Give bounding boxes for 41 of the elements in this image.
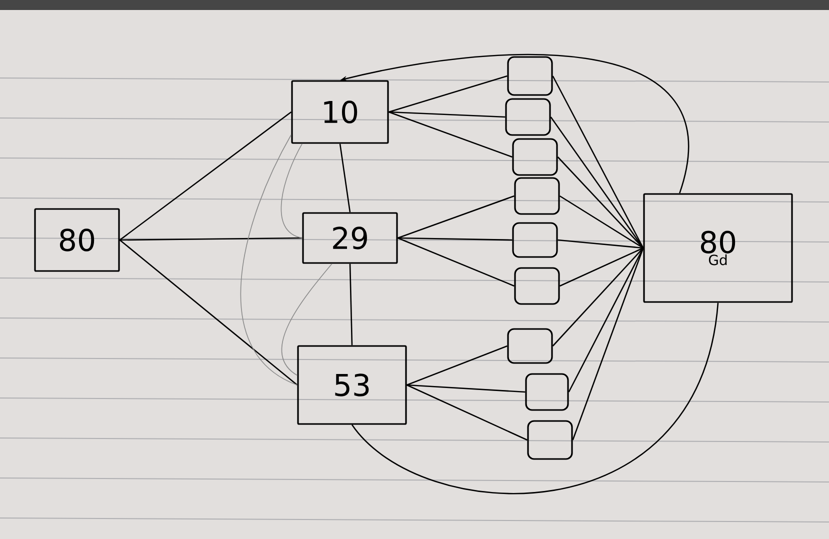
connector bbox=[281, 263, 332, 376]
empty-box bbox=[505, 98, 551, 136]
connector bbox=[352, 302, 719, 494]
connector bbox=[120, 237, 302, 241]
number-box: 80 bbox=[34, 208, 120, 272]
connector bbox=[240, 134, 298, 386]
connector bbox=[560, 247, 644, 287]
connector bbox=[280, 143, 303, 238]
empty-box bbox=[514, 177, 560, 215]
number-box: 10 bbox=[291, 80, 389, 144]
connector bbox=[119, 111, 292, 241]
connector bbox=[388, 111, 506, 118]
connector bbox=[559, 195, 644, 249]
connector bbox=[552, 248, 644, 346]
connector bbox=[406, 345, 508, 386]
empty-box bbox=[527, 420, 573, 460]
connector bbox=[339, 144, 351, 212]
connector bbox=[398, 195, 514, 239]
empty-box bbox=[507, 328, 553, 364]
number-box: 80 Gd bbox=[643, 193, 793, 303]
connector bbox=[406, 384, 526, 393]
connector bbox=[568, 248, 644, 392]
empty-box bbox=[512, 222, 558, 258]
connector bbox=[119, 240, 298, 386]
number-box: 29 bbox=[302, 212, 398, 264]
connector bbox=[349, 264, 353, 346]
number-box: 53 bbox=[297, 345, 407, 425]
connector bbox=[552, 76, 644, 248]
connector bbox=[550, 116, 644, 248]
empty-box bbox=[525, 373, 569, 411]
connector bbox=[398, 237, 512, 241]
connector bbox=[388, 111, 512, 158]
connector bbox=[558, 239, 644, 249]
connector bbox=[557, 156, 644, 248]
empty-box bbox=[514, 267, 560, 305]
connector bbox=[406, 384, 528, 441]
connector bbox=[398, 237, 514, 287]
connector bbox=[572, 248, 644, 440]
empty-box bbox=[507, 56, 553, 96]
empty-box bbox=[512, 138, 558, 176]
connector bbox=[388, 75, 508, 113]
